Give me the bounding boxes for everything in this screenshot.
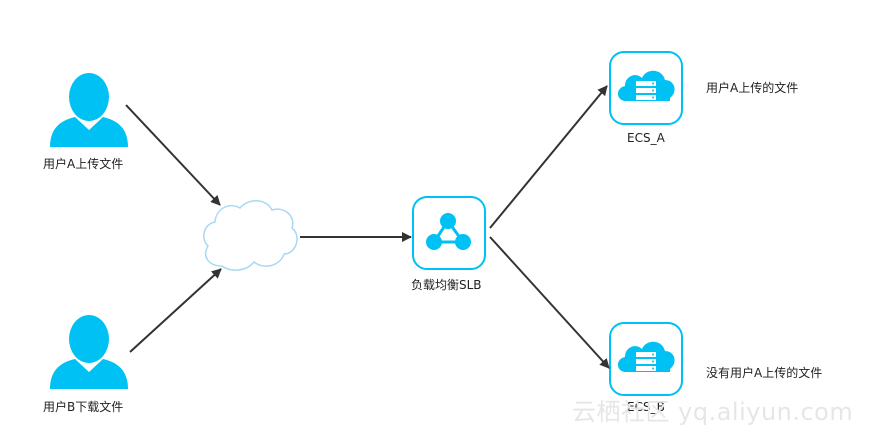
user-a-label: 用户A上传文件: [43, 157, 124, 171]
internet-cloud-icon: [203, 200, 298, 271]
slb-label: 负载均衡SLB: [411, 278, 482, 292]
arrow-slb-to-ecs-a: [489, 85, 608, 229]
ecs-b-note: 没有用户A上传的文件: [706, 366, 823, 380]
ecs-b-label: ECS_B: [627, 400, 665, 414]
user-b-label: 用户B下载文件: [43, 400, 124, 414]
ecs-a-note: 用户A上传的文件: [706, 81, 799, 95]
arrow-user-a-to-cloud: [125, 104, 221, 206]
arrow-slb-to-ecs-b: [489, 236, 610, 369]
ecs-b-icon: [609, 322, 683, 396]
watermark: 云栖社区 yq.aliyun.com: [572, 398, 854, 426]
arrow-user-b-to-cloud: [129, 268, 222, 353]
ecs-a-label: ECS_A: [627, 131, 665, 145]
ecs-a-icon: [609, 51, 683, 125]
user-a-icon: [50, 73, 128, 147]
slb-icon: [412, 196, 486, 270]
user-b-icon: [50, 315, 128, 389]
